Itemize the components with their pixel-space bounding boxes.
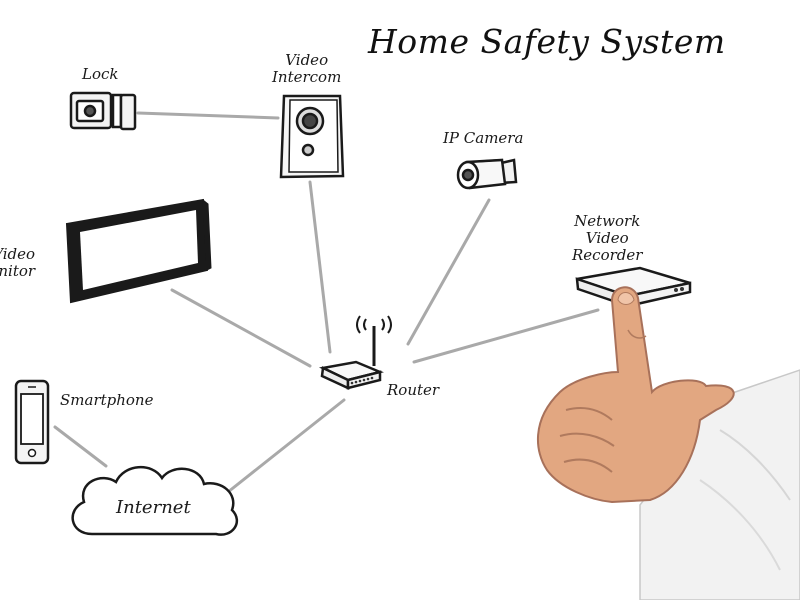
label-video-monitor: Video Monitor — [0, 246, 35, 280]
link-monitor-router — [170, 288, 312, 368]
label-nvr-line-1: Network — [574, 212, 641, 230]
label-video-monitor-line-2: Monitor — [0, 262, 36, 280]
label-video-intercom-line-1: Video — [285, 51, 329, 69]
link-router-internet — [226, 398, 346, 494]
label-router: Router — [387, 381, 440, 399]
label-video-intercom-line-2: Intercom — [272, 68, 342, 86]
label-nvr-line-3: Recorder — [572, 246, 643, 264]
video-intercom-icon — [279, 94, 345, 179]
knuckle-1 — [565, 407, 613, 421]
fingernail — [617, 292, 635, 305]
knuckle-2 — [559, 432, 615, 447]
link-camera-router — [406, 198, 491, 346]
sleeve-fold — [719, 429, 791, 501]
label-smartphone: Smartphone — [60, 391, 154, 409]
connections — [53, 111, 600, 494]
finger-crease — [627, 329, 647, 339]
sleeve-fold-2 — [699, 479, 781, 571]
label-network-video-recorder: Network Video Recorder — [572, 213, 642, 264]
label-ip-camera: IP Camera — [443, 129, 524, 147]
hand — [537, 286, 735, 504]
page-title: Home Safety System — [368, 22, 726, 61]
router-icon — [318, 315, 392, 390]
label-nvr-line-2: Video — [585, 229, 629, 247]
label-video-monitor-line-1: Video — [0, 245, 36, 263]
label-internet: Internet — [116, 497, 191, 518]
link-lock-intercom — [136, 111, 280, 120]
link-intercom-router — [308, 180, 332, 354]
video-monitor-icon — [65, 198, 212, 304]
knuckle-3 — [563, 458, 613, 473]
pointing-hand-image — [537, 286, 800, 600]
label-lock: Lock — [82, 65, 119, 83]
link-recorder-router — [412, 308, 600, 364]
label-video-intercom: Video Intercom — [272, 52, 341, 86]
internet-cloud-icon — [71, 465, 239, 536]
ip-camera-icon — [456, 158, 518, 190]
lock-icon — [69, 91, 137, 131]
smartphone-icon — [14, 379, 50, 465]
link-smartphone-internet — [53, 425, 108, 468]
